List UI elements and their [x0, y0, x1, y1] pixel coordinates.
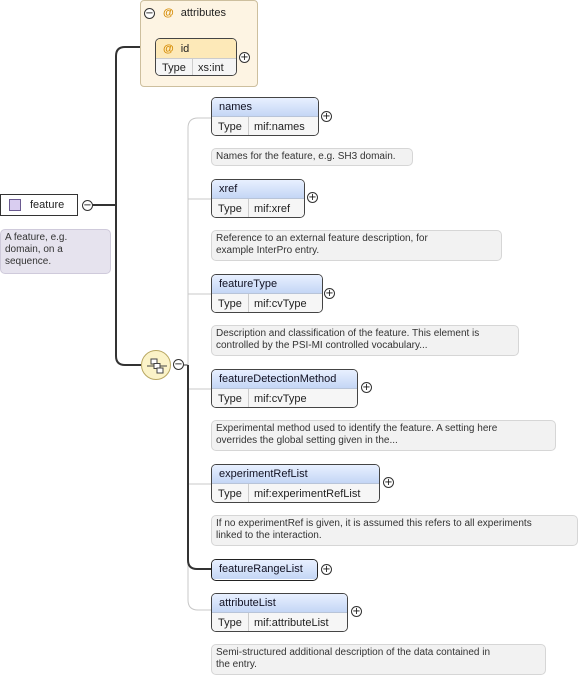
element-name-label: xref [212, 180, 304, 199]
attribute-id-label: id [180, 42, 190, 55]
type-key: Type [212, 117, 249, 135]
element-name-label: featureType [212, 275, 322, 294]
type-value: mif:names [254, 120, 305, 133]
root-element-feature[interactable]: feature [0, 194, 78, 216]
type-key: Type [212, 199, 249, 217]
collapse-feature-icon[interactable]: − [82, 200, 93, 211]
attributes-group: − @ attributes @ id Type xs:int [140, 0, 258, 87]
element-name-label: featureRangeList [212, 560, 317, 579]
expand-names-icon[interactable]: + [321, 111, 332, 122]
type-key: Type [212, 484, 249, 502]
expand-featuretype-icon[interactable]: + [324, 288, 335, 299]
element-xref[interactable]: xref Type mif:xref [211, 179, 305, 218]
attribute-id[interactable]: @ id Type xs:int [155, 38, 237, 76]
collapse-sequence-icon[interactable]: − [173, 359, 184, 370]
element-names[interactable]: names Type mif:names [211, 97, 319, 136]
experimentreflist-note: If no experimentRef is given, it is assu… [211, 515, 578, 546]
element-name-label: experimentRefList [212, 465, 379, 484]
featuredetectionmethod-note: Experimental method used to identify the… [211, 420, 556, 451]
expand-id-icon[interactable]: + [239, 52, 250, 63]
expand-attributelist-icon[interactable]: + [351, 606, 362, 617]
element-featuretype[interactable]: featureType Type mif:cvType [211, 274, 323, 313]
attribute-at-icon: @ [163, 7, 174, 19]
xref-note: Reference to an external feature descrip… [211, 230, 502, 261]
sequence-compositor-icon[interactable] [141, 350, 171, 380]
type-value: mif:xref [254, 202, 291, 215]
type-value: mif:cvType [254, 297, 307, 310]
expand-featurerangelist-icon[interactable]: + [321, 564, 332, 575]
element-featuredetectionmethod[interactable]: featureDetectionMethod Type mif:cvType [211, 369, 358, 408]
type-value: xs:int [198, 62, 224, 74]
type-key: Type [212, 613, 249, 631]
featuretype-note: Description and classification of the fe… [211, 325, 519, 356]
attributes-title: attributes [180, 7, 226, 19]
element-name-label: featureDetectionMethod [212, 370, 357, 389]
attribute-at-icon: @ [163, 42, 174, 55]
expand-featuredetectionmethod-icon[interactable]: + [361, 382, 372, 393]
attributelist-note: Semi-structured additional description o… [211, 644, 546, 675]
element-attributelist[interactable]: attributeList Type mif:attributeList [211, 593, 348, 632]
element-name-label: names [212, 98, 318, 117]
type-value: mif:experimentRefList [254, 487, 361, 500]
type-key: Type [212, 294, 249, 312]
element-type-icon [9, 199, 21, 211]
element-featurerangelist[interactable]: featureRangeList [211, 559, 318, 581]
collapse-attributes-icon[interactable]: − [144, 7, 155, 19]
root-note: A feature, e.g. domain, on a sequence. [0, 229, 111, 274]
root-element-label: feature [30, 199, 65, 211]
type-value: mif:cvType [254, 392, 307, 405]
expand-xref-icon[interactable]: + [307, 192, 318, 203]
element-experimentreflist[interactable]: experimentRefList Type mif:experimentRef… [211, 464, 380, 503]
type-key: Type [212, 389, 249, 407]
expand-experimentreflist-icon[interactable]: + [383, 477, 394, 488]
element-name-label: attributeList [212, 594, 347, 613]
type-key: Type [156, 59, 193, 75]
names-note: Names for the feature, e.g. SH3 domain. [211, 148, 413, 166]
type-value: mif:attributeList [254, 616, 329, 629]
